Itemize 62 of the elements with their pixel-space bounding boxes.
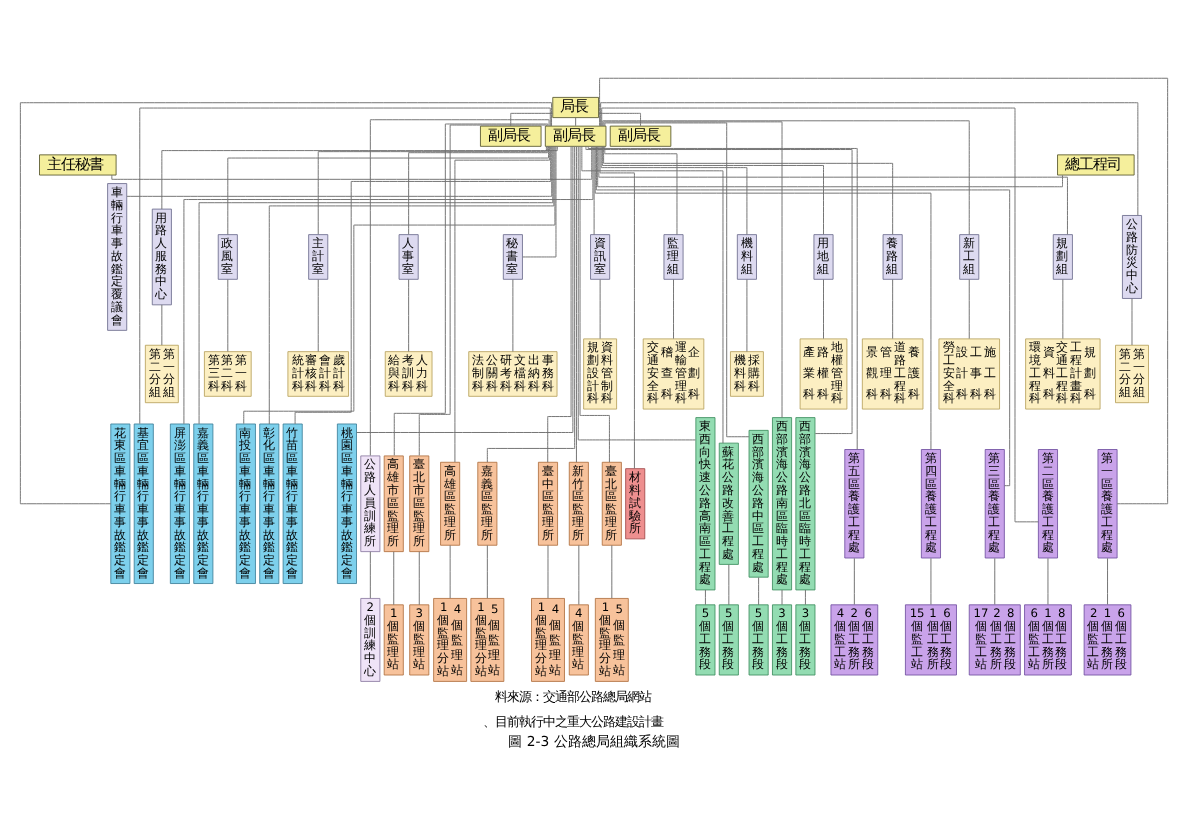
connector: [673, 278, 674, 339]
connector: [227, 145, 549, 234]
connector: [601, 106, 1039, 522]
connector: [596, 145, 1011, 486]
connector: [704, 588, 706, 605]
connector: [1047, 556, 1049, 604]
connector: [602, 119, 970, 234]
connector: [597, 144, 1063, 187]
connector: [369, 550, 371, 598]
connector: [1107, 556, 1108, 604]
connector: [599, 278, 601, 339]
connector: [728, 563, 730, 605]
connector: [486, 145, 576, 462]
connector: [454, 145, 551, 462]
connector: [603, 145, 894, 234]
connector: [598, 111, 641, 126]
connector: [547, 145, 572, 462]
connector: [599, 76, 1169, 504]
connector: [994, 556, 996, 604]
connector: [578, 543, 580, 605]
connector: [139, 106, 551, 424]
connector: [604, 145, 678, 235]
connector: [853, 556, 855, 604]
connector: [575, 116, 577, 126]
connector: [161, 303, 163, 345]
connector: [611, 543, 613, 598]
connector: [892, 278, 894, 339]
connector: [126, 144, 553, 196]
connector: [486, 543, 488, 598]
connector: [449, 543, 451, 598]
connector: [601, 145, 824, 234]
connector: [1131, 297, 1133, 345]
connector: [575, 144, 577, 462]
connector: [111, 145, 593, 179]
connector: [823, 278, 824, 339]
connector: [594, 145, 932, 449]
connector: [317, 144, 547, 234]
connector: [227, 278, 229, 351]
connector: [418, 550, 420, 605]
connector: [1062, 278, 1064, 339]
connector: [577, 145, 696, 440]
connector: [393, 550, 395, 605]
connector: [758, 575, 760, 605]
connector: [408, 144, 548, 234]
connector: [598, 145, 1068, 234]
connector: [522, 145, 557, 257]
connector: [930, 556, 932, 604]
connector: [600, 145, 748, 234]
connector: [781, 588, 783, 605]
connector: [161, 144, 558, 209]
connector: [510, 111, 554, 126]
connector: [356, 144, 574, 432]
connector: [804, 588, 806, 605]
connector: [547, 543, 549, 598]
connector: [746, 278, 748, 351]
connector: [317, 278, 319, 351]
connector: [408, 278, 410, 351]
connector: [968, 278, 970, 339]
connector: [512, 278, 514, 351]
connector: [19, 101, 552, 504]
connector: [599, 145, 635, 468]
connector: [593, 145, 595, 234]
